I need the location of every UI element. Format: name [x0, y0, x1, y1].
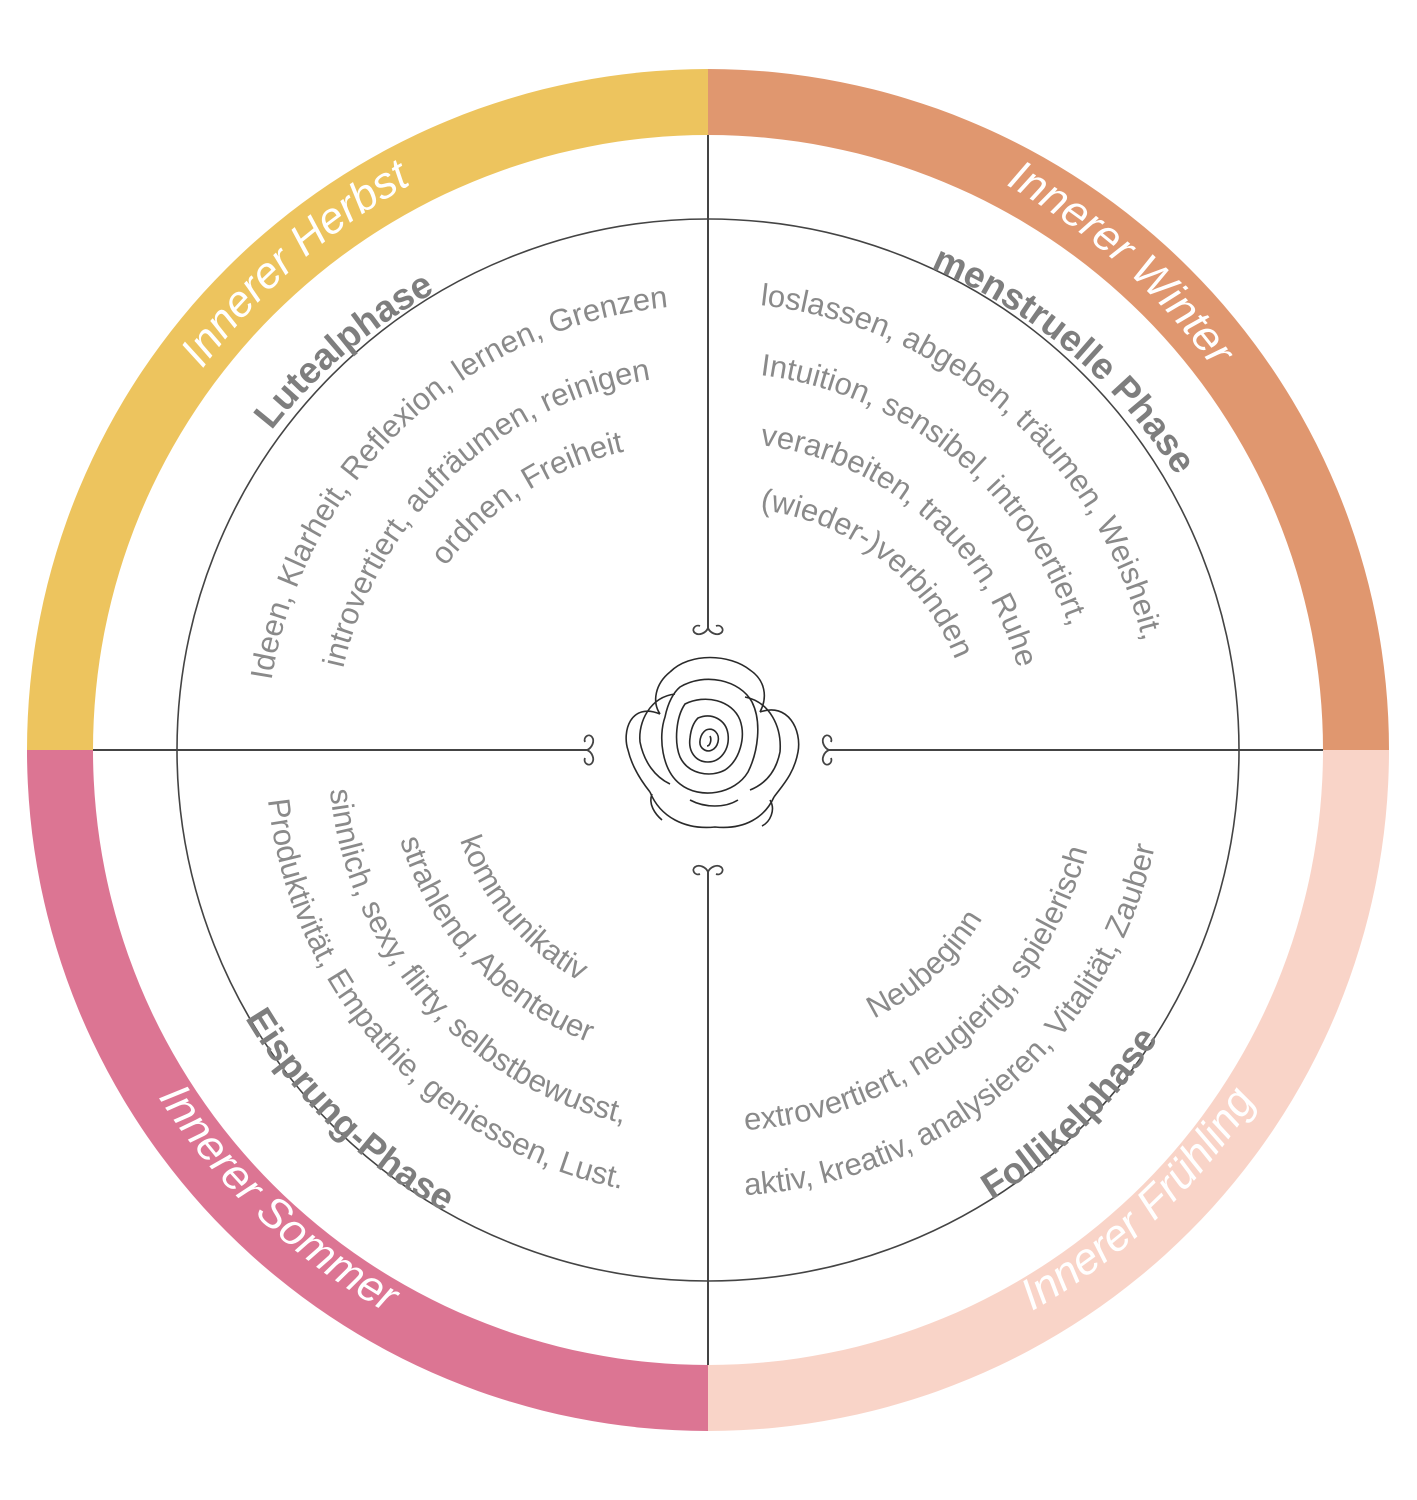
phase-label-fruehling: Follikelphase [974, 1020, 1165, 1207]
season-label-winter: Innerer Winter [1001, 151, 1246, 376]
keywords-winter-line-3: verarbeiten, trauern, Ruhe [759, 417, 1045, 670]
phase-label-fruehling-text: Follikelphase [974, 1020, 1165, 1207]
season-label-winter-text: Innerer Winter [1001, 151, 1246, 376]
season-label-fruehling-text: Innerer Frühling [1012, 1078, 1264, 1320]
season-label-fruehling: Innerer Frühling [1012, 1078, 1264, 1320]
keywords-winter-line-3-text: verarbeiten, trauern, Ruhe [759, 417, 1045, 670]
season-label-sommer-text: Innerer Sommer [150, 1076, 409, 1323]
season-label-herbst-text: Innerer Herbst [171, 149, 418, 375]
season-label-sommer: Innerer Sommer [150, 1076, 409, 1323]
ring-segment-fruehling [708, 750, 1389, 1431]
season-label-herbst: Innerer Herbst [171, 149, 418, 375]
rose-icon [626, 658, 799, 828]
